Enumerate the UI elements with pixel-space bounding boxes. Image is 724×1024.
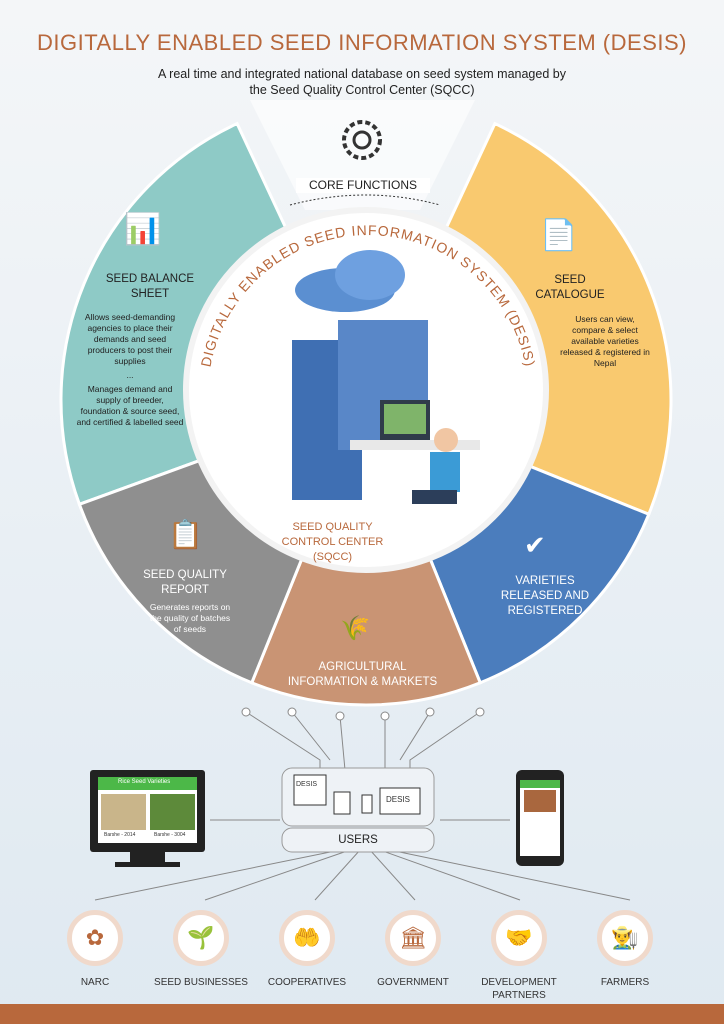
card-title: Barshe - 3004 xyxy=(154,832,186,838)
org-narc[interactable]: ✿ NARC xyxy=(45,910,145,989)
device-desis-text: DESIS xyxy=(386,795,411,804)
seedling-hand-icon: 🌱 xyxy=(173,910,229,966)
app-title: Rice Seed Varieties xyxy=(118,779,171,785)
org-name: DEVELOPMENT PARTNERS xyxy=(481,977,557,1001)
segment-desc: Allows seed-demanding agencies to place … xyxy=(84,312,176,366)
org-name: COOPERATIVES xyxy=(267,977,347,988)
connector-lines xyxy=(94,711,631,901)
handshake-icon: 🤝 xyxy=(491,910,547,966)
org-government[interactable]: 🏛 GOVERNMENT xyxy=(363,910,463,989)
top-light-wedge xyxy=(250,100,475,210)
org-development-partners[interactable]: 🤝 DEVELOPMENT PARTNERS xyxy=(469,910,569,1002)
org-name: FARMERS xyxy=(600,977,650,988)
core-functions-label: CORE FUNCTIONS xyxy=(296,178,430,193)
balance-sheet-icon: 📊 xyxy=(124,213,162,246)
narc-logo-icon: ✿ xyxy=(67,910,123,966)
farmer-icon: 👨‍🌾 xyxy=(597,910,653,966)
separator: ... xyxy=(126,370,134,380)
segment-desc: Generates reports on the quality of batc… xyxy=(149,602,231,634)
segment-title[interactable]: AGRICULTURAL INFORMATION & MARKETS xyxy=(287,661,438,688)
quality-report-desc: Generates reports on the quality of batc… xyxy=(146,602,234,635)
catalogue-desc: Users can view, compare & select availab… xyxy=(558,314,652,369)
government-building-icon: 🏛 xyxy=(385,910,441,966)
segment-title[interactable]: SEED BALANCE SHEET xyxy=(105,273,195,300)
segment-desc: Users can view, compare & select availab… xyxy=(560,314,650,368)
hands-plant-icon: 🤲 xyxy=(279,910,335,966)
desktop-monitor xyxy=(90,770,205,867)
mobile-phone xyxy=(516,770,564,866)
org-name: NARC xyxy=(80,977,110,988)
org-farmers[interactable]: 👨‍🌾 FARMERS xyxy=(575,910,675,989)
users-label: USERS xyxy=(338,834,378,846)
users-box xyxy=(281,827,435,853)
segment-desc: Manages demand and supply of breeder, fo… xyxy=(76,384,184,427)
org-name: SEED BUSINESSES xyxy=(154,977,248,988)
seed-bag-check-icon: ✔ xyxy=(524,530,546,560)
org-name: GOVERNMENT xyxy=(377,977,449,988)
balance-sheet-desc: Allows seed-demanding agencies to place … xyxy=(76,312,184,428)
org-cooperatives[interactable]: 🤲 COOPERATIVES xyxy=(257,910,357,989)
catalogue-icon: 📄 xyxy=(540,219,578,252)
device-desis-text: DESIS xyxy=(296,781,318,788)
card-title: Barshe - 2014 xyxy=(104,832,136,838)
gear-tools-icon xyxy=(342,120,382,160)
page-title: DIGITALLY ENABLED SEED INFORMATION SYSTE… xyxy=(37,30,687,55)
segment-title[interactable]: SEED QUALITY REPORT xyxy=(143,569,227,596)
sqcc-label: SEED QUALITY CONTROL CENTER (SQCC) xyxy=(281,521,384,563)
org-seed-businesses[interactable]: 🌱 SEED BUSINESSES xyxy=(151,910,251,989)
footer-bar xyxy=(0,1004,724,1024)
wheat-globe-icon: 🌾 xyxy=(340,615,370,642)
core-functions-arrow xyxy=(289,194,441,206)
subtitle: A real time and integrated national data… xyxy=(158,67,566,97)
server-illustration xyxy=(292,250,480,504)
clipboard-icon: 📋 xyxy=(168,519,203,550)
segment-title[interactable]: VARIETIES RELEASED AND REGISTERED xyxy=(500,575,590,617)
segment-title[interactable]: SEED CATALOGUE xyxy=(535,274,605,301)
